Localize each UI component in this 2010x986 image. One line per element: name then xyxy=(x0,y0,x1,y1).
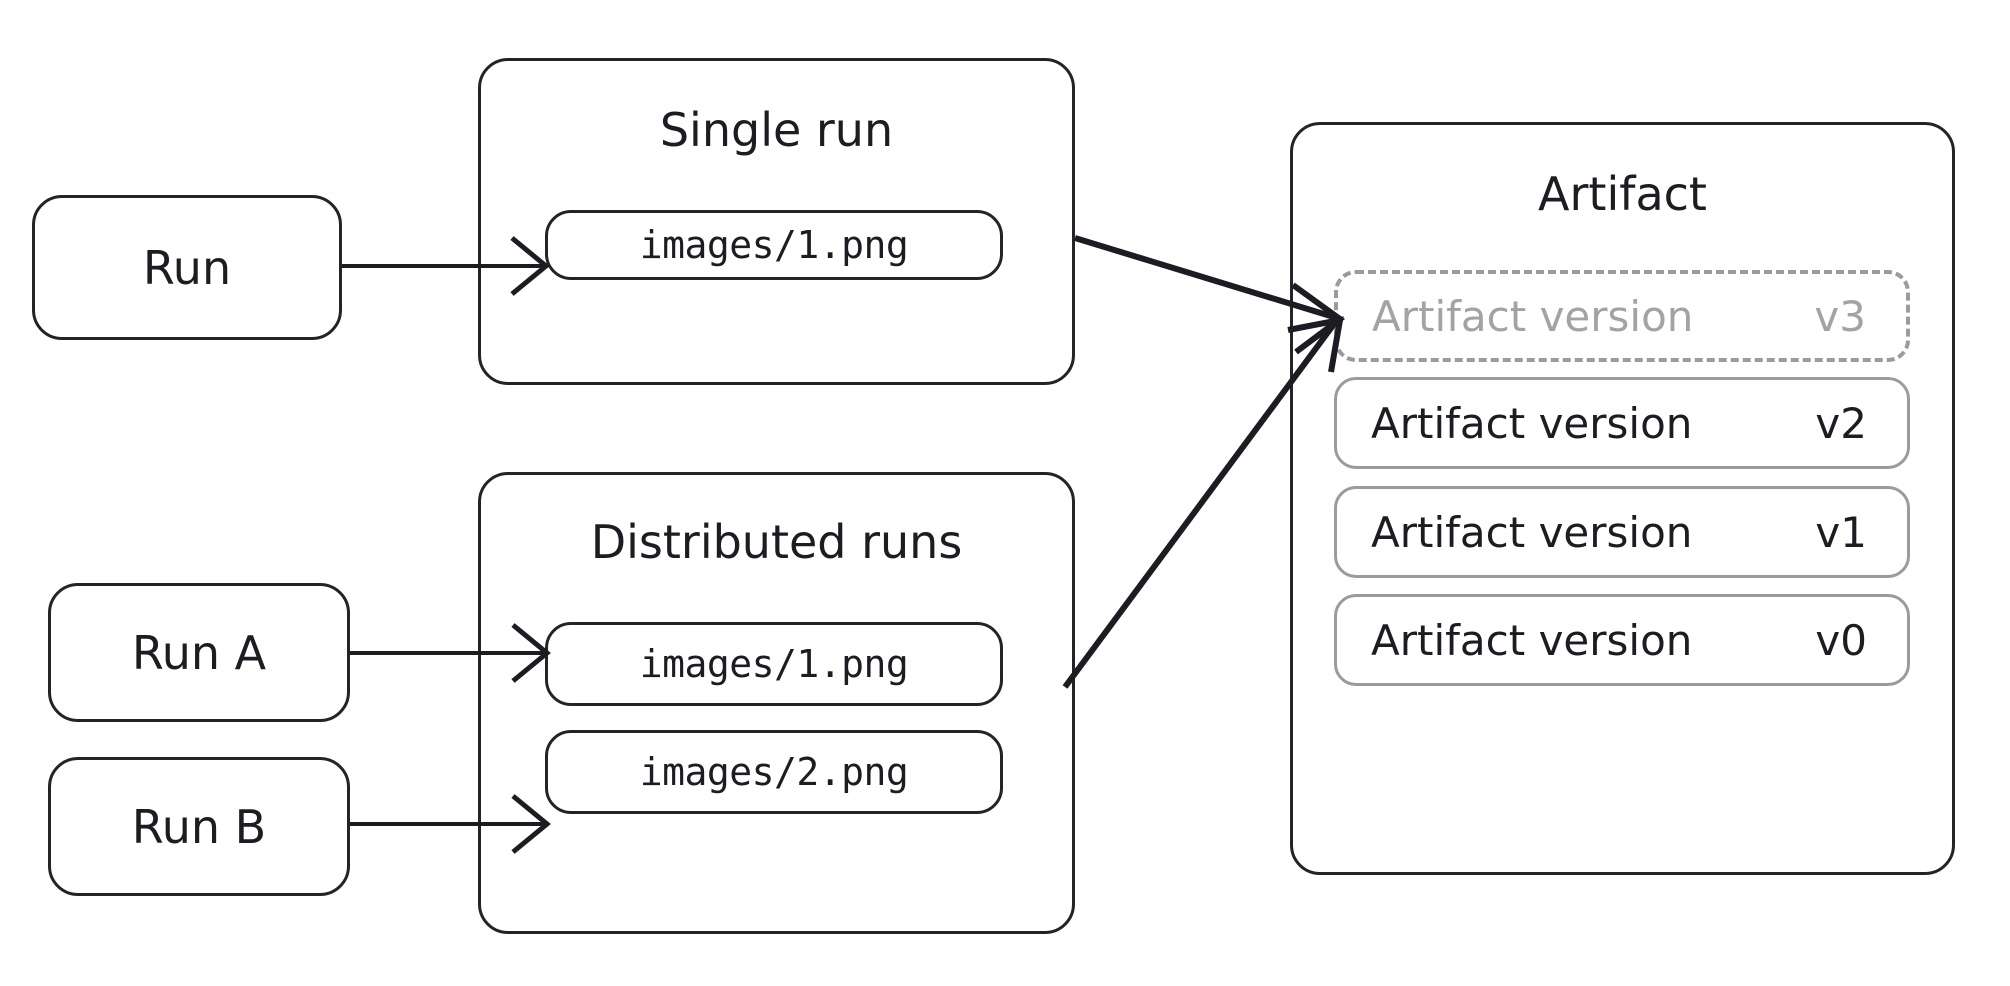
group-artifact-title: Artifact xyxy=(1538,167,1707,221)
artifact-version-v1-tag: v1 xyxy=(1815,507,1867,557)
node-run-a[interactable]: Run A xyxy=(48,583,350,722)
artifact-version-v3-tag: v3 xyxy=(1814,291,1866,341)
artifact-version-v0-label: Artifact version xyxy=(1371,615,1693,665)
artifact-version-v2-label: Artifact version xyxy=(1371,398,1693,448)
artifact-version-v1[interactable]: Artifact version v1 xyxy=(1334,486,1910,578)
artifact-version-v0[interactable]: Artifact version v0 xyxy=(1334,594,1910,686)
artifact-version-v3-label: Artifact version xyxy=(1372,291,1694,341)
file-chip-single-run-1[interactable]: images/1.png xyxy=(545,210,1003,280)
node-run-b-label: Run B xyxy=(131,799,267,854)
node-run-label: Run xyxy=(142,240,232,295)
artifact-version-v3[interactable]: Artifact version v3 xyxy=(1334,270,1910,362)
file-chip-distributed-1[interactable]: images/1.png xyxy=(545,622,1003,706)
node-run-b[interactable]: Run B xyxy=(48,757,350,896)
group-distributed-runs-title: Distributed runs xyxy=(590,515,963,569)
node-run-a-label: Run A xyxy=(131,625,267,680)
artifact-version-v0-tag: v0 xyxy=(1815,615,1867,665)
artifact-version-v2-tag: v2 xyxy=(1815,398,1867,448)
artifact-version-v1-label: Artifact version xyxy=(1371,507,1693,557)
node-run[interactable]: Run xyxy=(32,195,342,340)
artifact-version-v2[interactable]: Artifact version v2 xyxy=(1334,377,1910,469)
file-chip-distributed-2[interactable]: images/2.png xyxy=(545,730,1003,814)
group-single-run-title: Single run xyxy=(659,103,894,157)
